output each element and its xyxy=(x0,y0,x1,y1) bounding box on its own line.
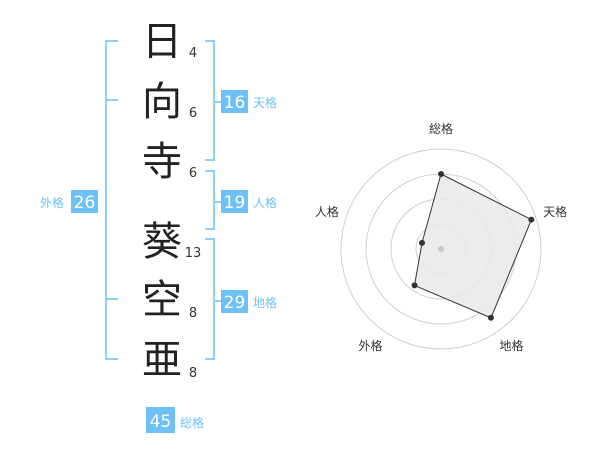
tenkaku-label: 天格 xyxy=(253,95,277,110)
stroke-count-5: 8 xyxy=(189,306,197,321)
chikaku-value: 29 xyxy=(224,293,246,313)
gaikaku-label: 外格 xyxy=(40,195,64,210)
tenkaku-score: 16 天格 xyxy=(221,90,277,113)
chikaku-label: 地格 xyxy=(253,295,277,310)
soukaku-value: 45 xyxy=(150,412,172,432)
stroke-count-3: 6 xyxy=(189,166,197,181)
brackets xyxy=(105,40,222,360)
stroke-count-2: 6 xyxy=(189,106,197,121)
stroke-count-4: 13 xyxy=(185,246,202,261)
stroke-count-1: 4 xyxy=(189,46,197,61)
jinkaku-value: 19 xyxy=(224,193,246,213)
jinkaku-bracket xyxy=(205,170,222,230)
tenkaku-value: 16 xyxy=(224,93,246,113)
radar-points xyxy=(411,171,535,321)
name-char-6: 亜 xyxy=(142,337,182,383)
radar-area xyxy=(413,173,533,319)
jinkaku-label: 人格 xyxy=(253,195,277,210)
name-char-1: 日 xyxy=(142,19,182,65)
soukaku-box xyxy=(146,407,175,433)
soukaku-score: 45 総格 xyxy=(146,407,204,433)
chikaku-bracket xyxy=(205,238,222,360)
name-char-4: 葵 xyxy=(142,219,182,265)
name-char-3: 寺 xyxy=(142,139,182,185)
gaikaku-bracket xyxy=(105,40,118,360)
radar-point-2 xyxy=(528,216,535,223)
radar-axis-label-4: 外格 xyxy=(358,338,382,353)
jinkaku-score: 19 人格 xyxy=(221,190,277,213)
name-char-5: 空 xyxy=(142,277,182,323)
radar-axis-label-2: 天格 xyxy=(543,204,567,219)
chikaku-box xyxy=(221,290,248,313)
radar-point-4 xyxy=(411,282,418,289)
soukaku-label: 総格 xyxy=(180,415,204,430)
radar-axis-label-1: 総格 xyxy=(429,121,453,136)
tenkaku-bracket xyxy=(205,40,222,161)
name-characters: 日 4 向 6 寺 6 葵 13 空 8 亜 8 xyxy=(142,19,201,383)
chikaku-score: 29 地格 xyxy=(221,290,277,313)
jinkaku-box xyxy=(221,190,248,213)
radar-center-dot xyxy=(438,246,444,252)
stroke-count-6: 8 xyxy=(189,366,197,381)
gaikaku-box xyxy=(71,190,98,213)
tenkaku-box xyxy=(221,90,248,113)
radar-point-3 xyxy=(487,314,494,321)
name-char-2: 向 xyxy=(142,79,182,125)
radar-axis-label-5: 人格 xyxy=(315,204,339,219)
gaikaku-score: 外格 26 xyxy=(40,190,98,213)
radar-axis-label-3: 地格 xyxy=(499,338,523,353)
radar-point-1 xyxy=(438,171,444,177)
gaikaku-value: 26 xyxy=(74,193,96,213)
radar-ring xyxy=(340,148,542,350)
radar-point-5 xyxy=(418,239,425,246)
